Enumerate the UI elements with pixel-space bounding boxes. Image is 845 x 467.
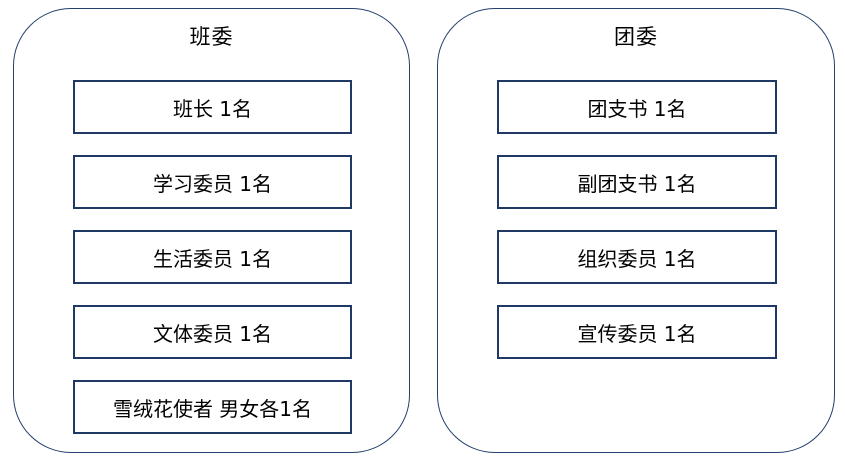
role-box: 宣传委员 1名	[497, 305, 777, 359]
role-box: 生活委员 1名	[73, 230, 352, 284]
role-box: 团支书 1名	[497, 80, 777, 134]
panel-league-committee: 团委 团支书 1名副团支书 1名组织委员 1名宣传委员 1名	[437, 8, 835, 453]
panel-title-league-committee: 团委	[614, 25, 658, 49]
role-box: 雪绒花使者 男女各1名	[73, 380, 352, 434]
role-box-list-league-committee: 团支书 1名副团支书 1名组织委员 1名宣传委员 1名	[497, 80, 777, 359]
panel-title-class-committee: 班委	[189, 25, 234, 49]
role-box: 文体委员 1名	[73, 305, 352, 359]
role-box: 学习委员 1名	[73, 155, 352, 209]
panel-class-committee: 班委 班长 1名学习委员 1名生活委员 1名文体委员 1名雪绒花使者 男女各1名	[13, 8, 410, 453]
role-box: 组织委员 1名	[497, 230, 777, 284]
role-box: 班长 1名	[73, 80, 352, 134]
role-box: 副团支书 1名	[497, 155, 777, 209]
role-box-list-class-committee: 班长 1名学习委员 1名生活委员 1名文体委员 1名雪绒花使者 男女各1名	[73, 80, 352, 434]
